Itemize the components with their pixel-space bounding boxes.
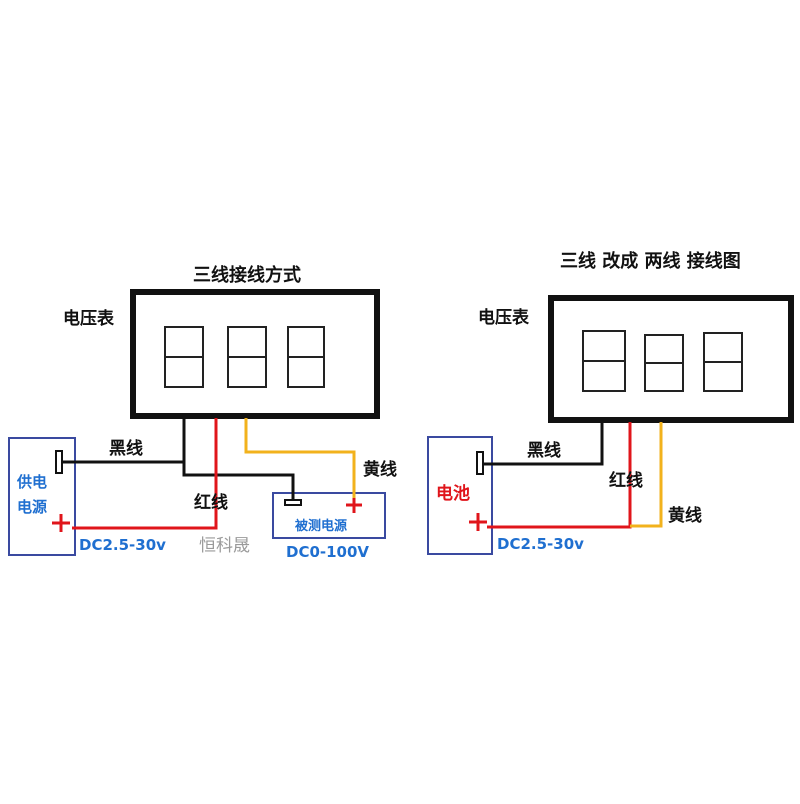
watermark: 恒科晟	[199, 536, 250, 556]
left-supply-label-1: 供电	[17, 473, 48, 491]
right-wire-red-label: 红线	[609, 471, 643, 491]
left-red-wire	[72, 418, 218, 530]
left-supply-box	[8, 437, 76, 556]
left-black-wire-source	[182, 462, 295, 500]
right-wire-yellow-label: 黄线	[668, 506, 702, 526]
left-yellow-wire	[244, 418, 356, 498]
left-wire-yellow-label: 黄线	[363, 460, 397, 480]
left-wire-red-label: 红线	[194, 493, 228, 513]
right-title: 三线 改成 两线 接线图	[560, 251, 741, 272]
left-supply-plus-icon	[52, 514, 70, 532]
right-yellow-wire	[630, 422, 663, 528]
left-supply-range: DC2.5-30v	[79, 536, 166, 554]
right-battery-plus-icon	[469, 513, 487, 531]
left-source-label: 被测电源	[295, 519, 348, 534]
left-source-box	[272, 492, 386, 539]
right-battery-box	[427, 436, 493, 555]
right-black-wire	[482, 422, 604, 466]
left-supply-minus-terminal	[55, 450, 63, 474]
left-meter-box	[130, 289, 380, 419]
left-source-range: DC0-100V	[286, 543, 370, 561]
left-source-minus-terminal	[284, 499, 302, 506]
right-meter-label: 电压表	[478, 308, 529, 328]
right-battery-label: 电池	[436, 484, 470, 504]
left-title: 三线接线方式	[193, 265, 301, 286]
right-meter-box	[548, 295, 794, 423]
right-wire-black-label: 黑线	[527, 441, 561, 461]
left-wire-black-label: 黑线	[109, 439, 143, 459]
right-meter-digits	[582, 330, 743, 392]
left-meter-digits	[164, 326, 325, 388]
right-supply-range: DC2.5-30v	[497, 535, 584, 553]
left-meter-label: 电压表	[63, 309, 114, 329]
left-supply-label-2: 电源	[17, 498, 48, 516]
left-source-plus-icon	[346, 497, 362, 513]
